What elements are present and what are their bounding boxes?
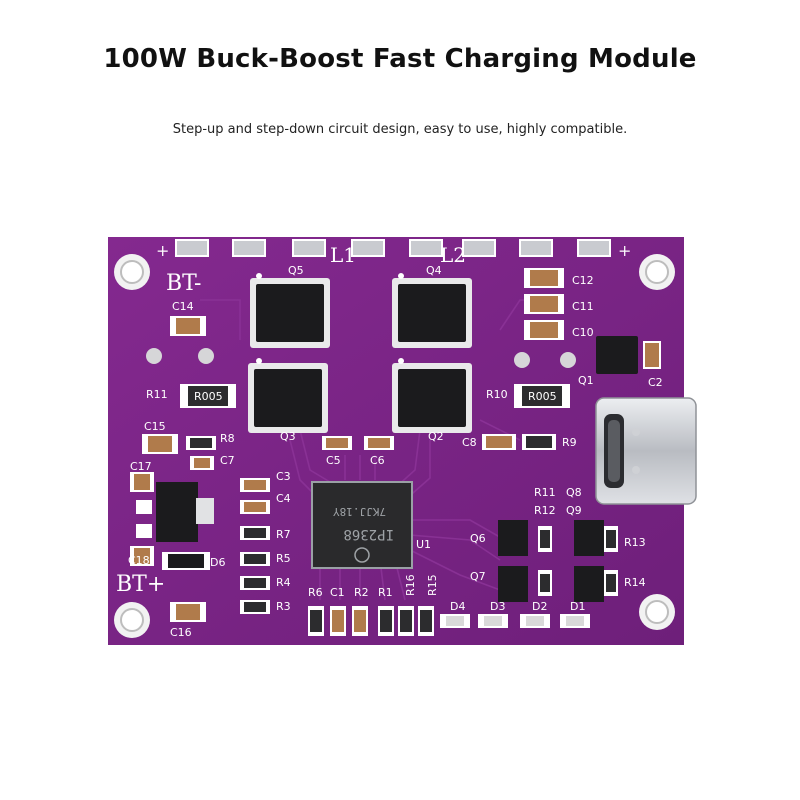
svg-text:R005: R005: [194, 390, 223, 403]
svg-text:D6: D6: [210, 556, 225, 569]
silk-bt-plus: BT+: [116, 572, 165, 597]
usb-c-connector: [595, 397, 697, 505]
svg-text:R9: R9: [562, 436, 577, 449]
svg-text:R8: R8: [220, 432, 235, 445]
svg-text:D3: D3: [490, 600, 505, 613]
svg-text:Q4: Q4: [426, 264, 442, 277]
svg-text:R14: R14: [624, 576, 646, 589]
svg-text:Q5: Q5: [288, 264, 304, 277]
svg-text:C3: C3: [276, 470, 291, 483]
svg-text:C6: C6: [370, 454, 385, 467]
svg-text:R11: R11: [534, 486, 556, 499]
svg-text:D2: D2: [532, 600, 547, 613]
svg-text:Q3: Q3: [280, 430, 296, 443]
svg-text:7KJJ.18Y: 7KJJ.18Y: [333, 505, 386, 518]
q1-package: [596, 336, 638, 374]
mosfet-packages: [248, 273, 472, 433]
mounting-holes: [114, 254, 675, 638]
svg-text:C10: C10: [572, 326, 594, 339]
svg-text:R16: R16: [404, 574, 417, 596]
svg-text:R2: R2: [354, 586, 369, 599]
silk-bt-minus: BT-: [166, 271, 201, 296]
svg-text:C14: C14: [172, 300, 194, 313]
ldo-regulator: [136, 476, 214, 542]
svg-text:R005: R005: [528, 390, 557, 403]
svg-text:C5: C5: [326, 454, 341, 467]
silk-l1: L1: [330, 243, 356, 267]
svg-text:R13: R13: [624, 536, 646, 549]
svg-text:R5: R5: [276, 552, 291, 565]
svg-text:Q9: Q9: [566, 504, 582, 517]
svg-text:R12: R12: [534, 504, 556, 517]
top-edge-pads: [175, 239, 611, 257]
svg-text:C8: C8: [462, 436, 477, 449]
smd-components: [130, 316, 618, 636]
svg-text:Q8: Q8: [566, 486, 582, 499]
silk-l2: L2: [440, 243, 466, 267]
svg-text:Q2: Q2: [428, 430, 444, 443]
svg-text:R3: R3: [276, 600, 291, 613]
page-subtitle: Step-up and step-down circuit design, ea…: [172, 122, 628, 137]
svg-text:D1: D1: [570, 600, 585, 613]
svg-text:C15: C15: [144, 420, 166, 433]
silk-plus-left: +: [156, 241, 169, 260]
svg-text:Q7: Q7: [470, 570, 486, 583]
svg-text:D4: D4: [450, 600, 465, 613]
svg-text:R6: R6: [308, 586, 323, 599]
svg-text:C1: C1: [330, 586, 345, 599]
component-labels: Q5 Q4 Q3 Q2 Q1 C14 C12 C11 C10 C2 C15 C1…: [128, 264, 663, 639]
svg-text:R15: R15: [426, 574, 439, 596]
svg-text:C4: C4: [276, 492, 291, 505]
svg-text:C16: C16: [170, 626, 192, 639]
svg-text:C17: C17: [130, 460, 152, 473]
svg-text:R4: R4: [276, 576, 291, 589]
svg-text:C18: C18: [128, 554, 150, 567]
svg-text:Q1: Q1: [578, 374, 594, 387]
capacitor-bank: [524, 268, 564, 340]
svg-text:IP2368: IP2368: [343, 526, 394, 542]
shunt-resistors: R005 R005: [180, 384, 570, 408]
svg-text:R7: R7: [276, 528, 291, 541]
svg-text:C12: C12: [572, 274, 594, 287]
silk-plus-right: +: [618, 241, 631, 260]
svg-text:R1: R1: [378, 586, 393, 599]
svg-text:Q6: Q6: [470, 532, 486, 545]
page-title: 100W Buck-Boost Fast Charging Module: [103, 44, 697, 74]
svg-text:U1: U1: [416, 538, 431, 551]
svg-text:R10: R10: [486, 388, 508, 401]
svg-text:R11: R11: [146, 388, 168, 401]
svg-text:C11: C11: [572, 300, 594, 313]
svg-text:C7: C7: [220, 454, 235, 467]
c2-package: [643, 341, 661, 369]
ip2368-controller-chip: 7KJJ.18Y IP2368: [311, 481, 413, 569]
svg-text:C2: C2: [648, 376, 663, 389]
